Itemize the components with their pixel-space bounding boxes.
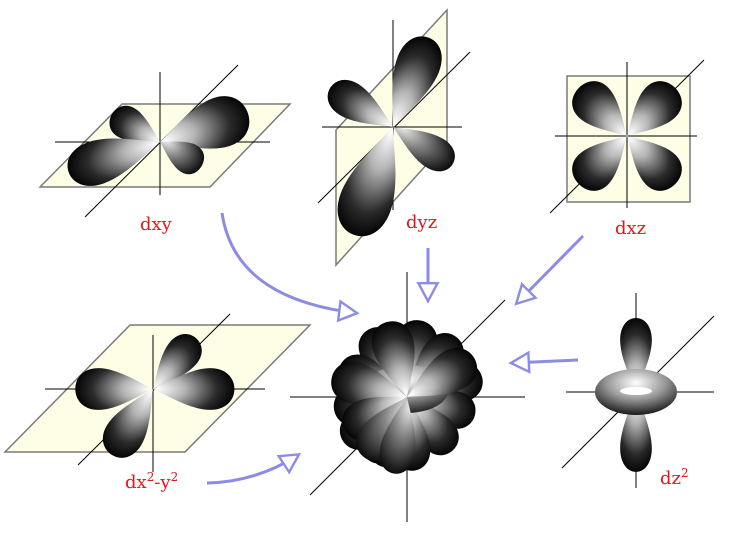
label-dz2-sup: 2 [681,466,689,480]
dz2-orbital [561,293,715,488]
label-dx2y2-sup2: 2 [170,470,179,484]
dxz-axis-diagonal [549,59,705,214]
arrows [206,212,585,485]
combined-orbitals [290,272,525,522]
label-dx2y2-sub1: x [136,472,147,493]
label-dyz: dyz [406,212,437,233]
open-head-arrow-icon [220,212,360,323]
dz2-torus-hole [620,387,652,395]
label-dyz-base: d [406,212,418,233]
label-dxz-sub: xz [626,218,647,239]
label-dxy-sub: xy [151,214,172,235]
dx2y2-orbital [3,313,312,472]
label-dxz: dxz [615,218,646,239]
label-dz2-sub: z [671,468,682,489]
label-dxy: dxy [140,214,172,235]
dxz-orbital [549,59,705,214]
label-dxy-base: d [140,214,152,235]
open-head-arrow-icon [508,350,579,374]
label-dz2-base: d [660,468,672,489]
label-dx2y2: dx2-y2 [125,470,178,493]
label-dx2y2-sub2: y [160,472,171,493]
label-dxz-base: d [615,218,627,239]
label-dx2y2-dash: - [154,472,161,493]
open-head-arrow-icon [206,452,302,485]
dxy-orbital [38,64,292,218]
open-head-arrow-icon [514,234,585,306]
label-dx2y2-sup1: 2 [146,470,155,484]
dyz-orbital [317,8,471,267]
label-dyz-sub: yz [417,212,438,233]
label-dz2: dz2 [660,466,689,489]
label-dx2y2-base: d [125,472,137,493]
